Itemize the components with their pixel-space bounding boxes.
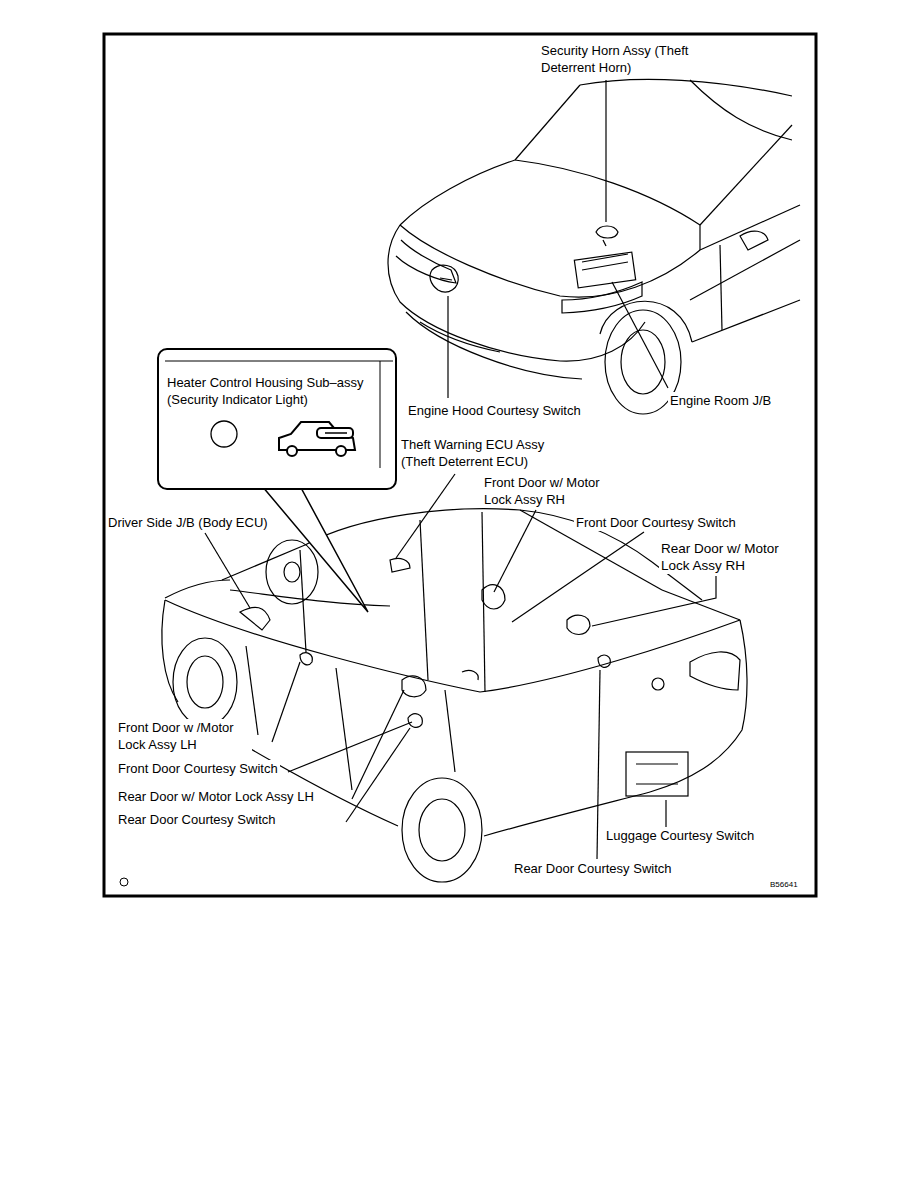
illustration-line (396, 474, 455, 558)
car-icon-wheel (336, 446, 346, 456)
illustration-line (512, 532, 644, 622)
part-label: Rear Door Courtesy Switch (116, 811, 278, 828)
illustration-line (266, 540, 318, 604)
key-icon-blade (325, 432, 347, 434)
car-icon-wheel (287, 446, 297, 456)
illustration-line (400, 160, 515, 225)
illustration-line (430, 265, 458, 292)
illustration-line (603, 240, 606, 246)
illustration-line (388, 225, 645, 361)
illustration-line (230, 590, 390, 606)
illustration-line (402, 778, 482, 882)
illustration-line (462, 670, 478, 680)
part-label: Theft Warning ECU Assy (Theft Deterrent … (399, 436, 563, 470)
inset-box: Heater Control Housing Sub–assy (Securit… (157, 348, 397, 490)
illustration-line (580, 79, 792, 96)
part-label: Engine Room J/B (668, 392, 773, 409)
illustration-line (662, 590, 740, 620)
illustration-line (592, 576, 716, 626)
illustration-line (205, 533, 250, 608)
key-icon (317, 428, 353, 438)
illustration-line (187, 656, 223, 708)
illustration-line (515, 160, 700, 225)
inset-decoration (159, 350, 395, 488)
part-label: Rear Door w/ Motor Lock Assy RH (659, 540, 811, 574)
illustration-line (406, 312, 582, 379)
illustration-line (336, 668, 352, 790)
part-label: Engine Hood Courtesy Switch (406, 402, 583, 419)
illustration-line (400, 225, 700, 297)
part-label: Rear Door Courtesy Switch (512, 860, 674, 877)
illustration-line (665, 800, 666, 830)
illustration-line (165, 580, 230, 598)
illustration-line (408, 714, 422, 728)
front-car (388, 79, 800, 414)
illustration-line (165, 600, 740, 692)
illustration-line (692, 300, 800, 342)
illustration-line (346, 728, 410, 822)
illustration-line (598, 655, 610, 667)
illustration-line (597, 670, 600, 859)
illustration-line (494, 510, 536, 592)
illustration-line (300, 653, 312, 665)
illustration-line (700, 125, 792, 225)
inset-pointer (262, 486, 368, 612)
illustration-line (600, 301, 692, 342)
illustration-line (284, 562, 300, 582)
illustration-line (699, 225, 700, 250)
illustration-line (240, 607, 270, 630)
illustration-line (636, 764, 678, 784)
illustration-line (596, 226, 618, 238)
illustration-line (582, 254, 628, 270)
illustration-line (420, 520, 428, 680)
part-label: Front Door w /Motor Lock Assy LH (116, 719, 252, 753)
illustration-line (352, 690, 404, 799)
illustration-line (652, 678, 664, 690)
illustration-line (690, 652, 740, 690)
illustration-line (515, 85, 580, 160)
illustration-line (605, 80, 606, 222)
illustration-line (272, 662, 300, 742)
inset-rule (165, 361, 393, 362)
front-car-leaders (448, 80, 668, 398)
illustration-line (162, 600, 178, 702)
illustration-line (720, 245, 722, 330)
illustration-line (288, 722, 412, 772)
illustration-line (445, 690, 455, 772)
part-label: Front Door w/ Motor Lock Assy RH (482, 474, 622, 508)
corner-mark (120, 878, 128, 886)
illustration-line (173, 638, 237, 726)
illustration-line (562, 282, 642, 313)
illustration-line (574, 252, 635, 288)
part-label: Rear Door w/ Motor Lock Assy LH (116, 788, 316, 805)
illustration-line (626, 752, 688, 796)
part-label: Front Door Courtesy Switch (116, 760, 280, 777)
illustration-line (482, 585, 505, 609)
part-label: Driver Side J/B (Body ECU) (106, 514, 270, 531)
inset-rule (380, 361, 381, 468)
illustration-line (690, 240, 800, 300)
figure-code: B56641 (768, 880, 800, 890)
part-label: Security Horn Assy (Theft Deterrent Horn… (539, 42, 695, 76)
part-label: Front Door Courtesy Switch (574, 514, 738, 531)
illustration-line (447, 296, 448, 398)
frame (104, 34, 816, 896)
illustration-line (567, 615, 590, 634)
illustration-line (740, 231, 768, 250)
illustration-line (419, 799, 465, 861)
indicator-light (211, 421, 237, 447)
part-label: Luggage Courtesy Switch (604, 827, 756, 844)
illustration-line (700, 205, 800, 250)
illustration-line (440, 278, 452, 280)
illustration-line (420, 322, 500, 352)
illustration-line (690, 80, 792, 140)
illustration-line (402, 676, 426, 697)
illustration-line (612, 282, 668, 388)
illustration-line (390, 558, 410, 572)
illustration-line (396, 240, 456, 283)
inset-title: Heater Control Housing Sub–assy (Securit… (167, 374, 379, 408)
illustration-line (650, 620, 747, 792)
